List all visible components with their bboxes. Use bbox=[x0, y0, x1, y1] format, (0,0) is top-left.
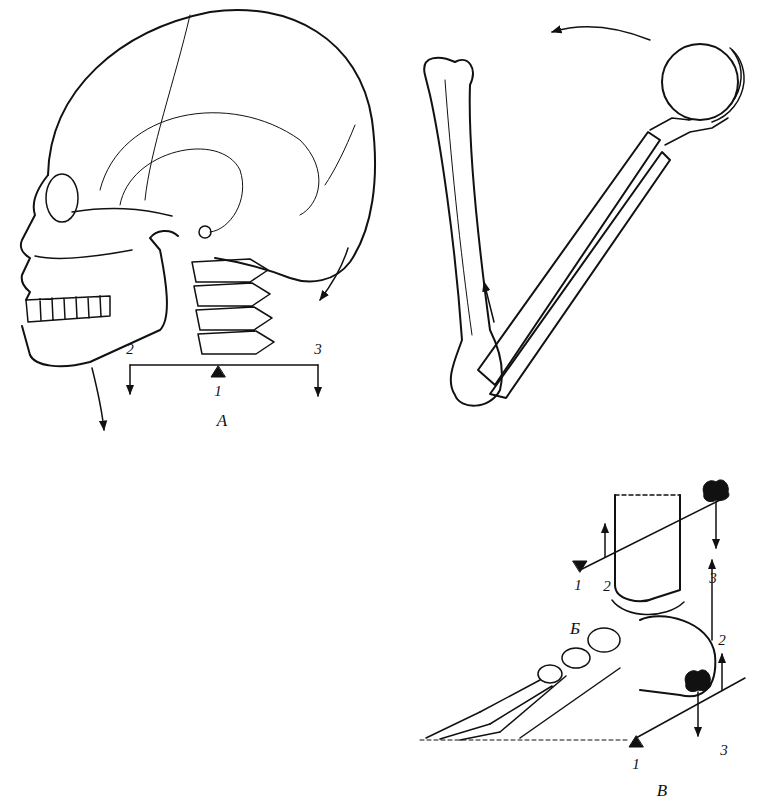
force-arrow bbox=[552, 27, 650, 40]
ulna bbox=[490, 152, 670, 398]
lever-number: 1 bbox=[214, 384, 222, 399]
cranium-outline bbox=[48, 10, 375, 282]
cranial-suture bbox=[100, 15, 355, 232]
lever-bar bbox=[580, 499, 722, 570]
orbit bbox=[46, 174, 78, 222]
ground-line bbox=[420, 740, 630, 741]
tarsal-bone bbox=[562, 648, 590, 668]
lever-number: 3 bbox=[314, 342, 322, 357]
lever-force bbox=[129, 365, 131, 394]
cervical-vertebra bbox=[192, 259, 274, 354]
radius bbox=[478, 132, 660, 385]
talus bbox=[612, 600, 684, 615]
ear-opening bbox=[199, 226, 211, 238]
face-outline bbox=[21, 175, 48, 300]
force-arrow bbox=[92, 368, 104, 430]
lever-number: 2 bbox=[603, 579, 611, 594]
humerus-detail bbox=[445, 80, 472, 335]
lever-force bbox=[715, 502, 717, 548]
lever-number: 2 bbox=[126, 342, 134, 357]
calcaneus bbox=[640, 616, 715, 696]
zygomatic-arch bbox=[35, 209, 172, 259]
lever-bar bbox=[130, 364, 318, 366]
lever-number: 3 bbox=[720, 743, 728, 758]
panel-letter: Б bbox=[570, 620, 580, 637]
tibia bbox=[615, 495, 680, 601]
lever-number: 2 bbox=[718, 633, 726, 648]
lever-force bbox=[604, 524, 606, 557]
weight bbox=[703, 480, 729, 502]
fulcrum bbox=[211, 366, 225, 377]
lever-number: 1 bbox=[574, 578, 582, 593]
metatarsal bbox=[480, 668, 620, 738]
weight bbox=[685, 670, 711, 692]
lever-force bbox=[721, 654, 723, 690]
toe bbox=[426, 712, 500, 740]
lever-number: 1 bbox=[632, 757, 640, 772]
ball bbox=[662, 44, 738, 120]
panel-letter: А bbox=[217, 412, 227, 429]
panel-letter: В bbox=[657, 782, 667, 799]
mandible bbox=[22, 231, 178, 366]
tarsal-bone bbox=[538, 665, 562, 683]
fulcrum bbox=[573, 561, 587, 572]
fulcrum bbox=[629, 736, 643, 747]
lever-force bbox=[317, 365, 319, 396]
fingers bbox=[712, 48, 744, 122]
tibia-cut bbox=[615, 494, 680, 496]
teeth bbox=[26, 296, 110, 322]
tarsal-bone bbox=[588, 628, 620, 652]
force-arrow bbox=[484, 282, 494, 322]
force-arrow bbox=[320, 248, 348, 300]
lever-number: 3 bbox=[709, 571, 717, 586]
lever-force bbox=[697, 692, 699, 736]
